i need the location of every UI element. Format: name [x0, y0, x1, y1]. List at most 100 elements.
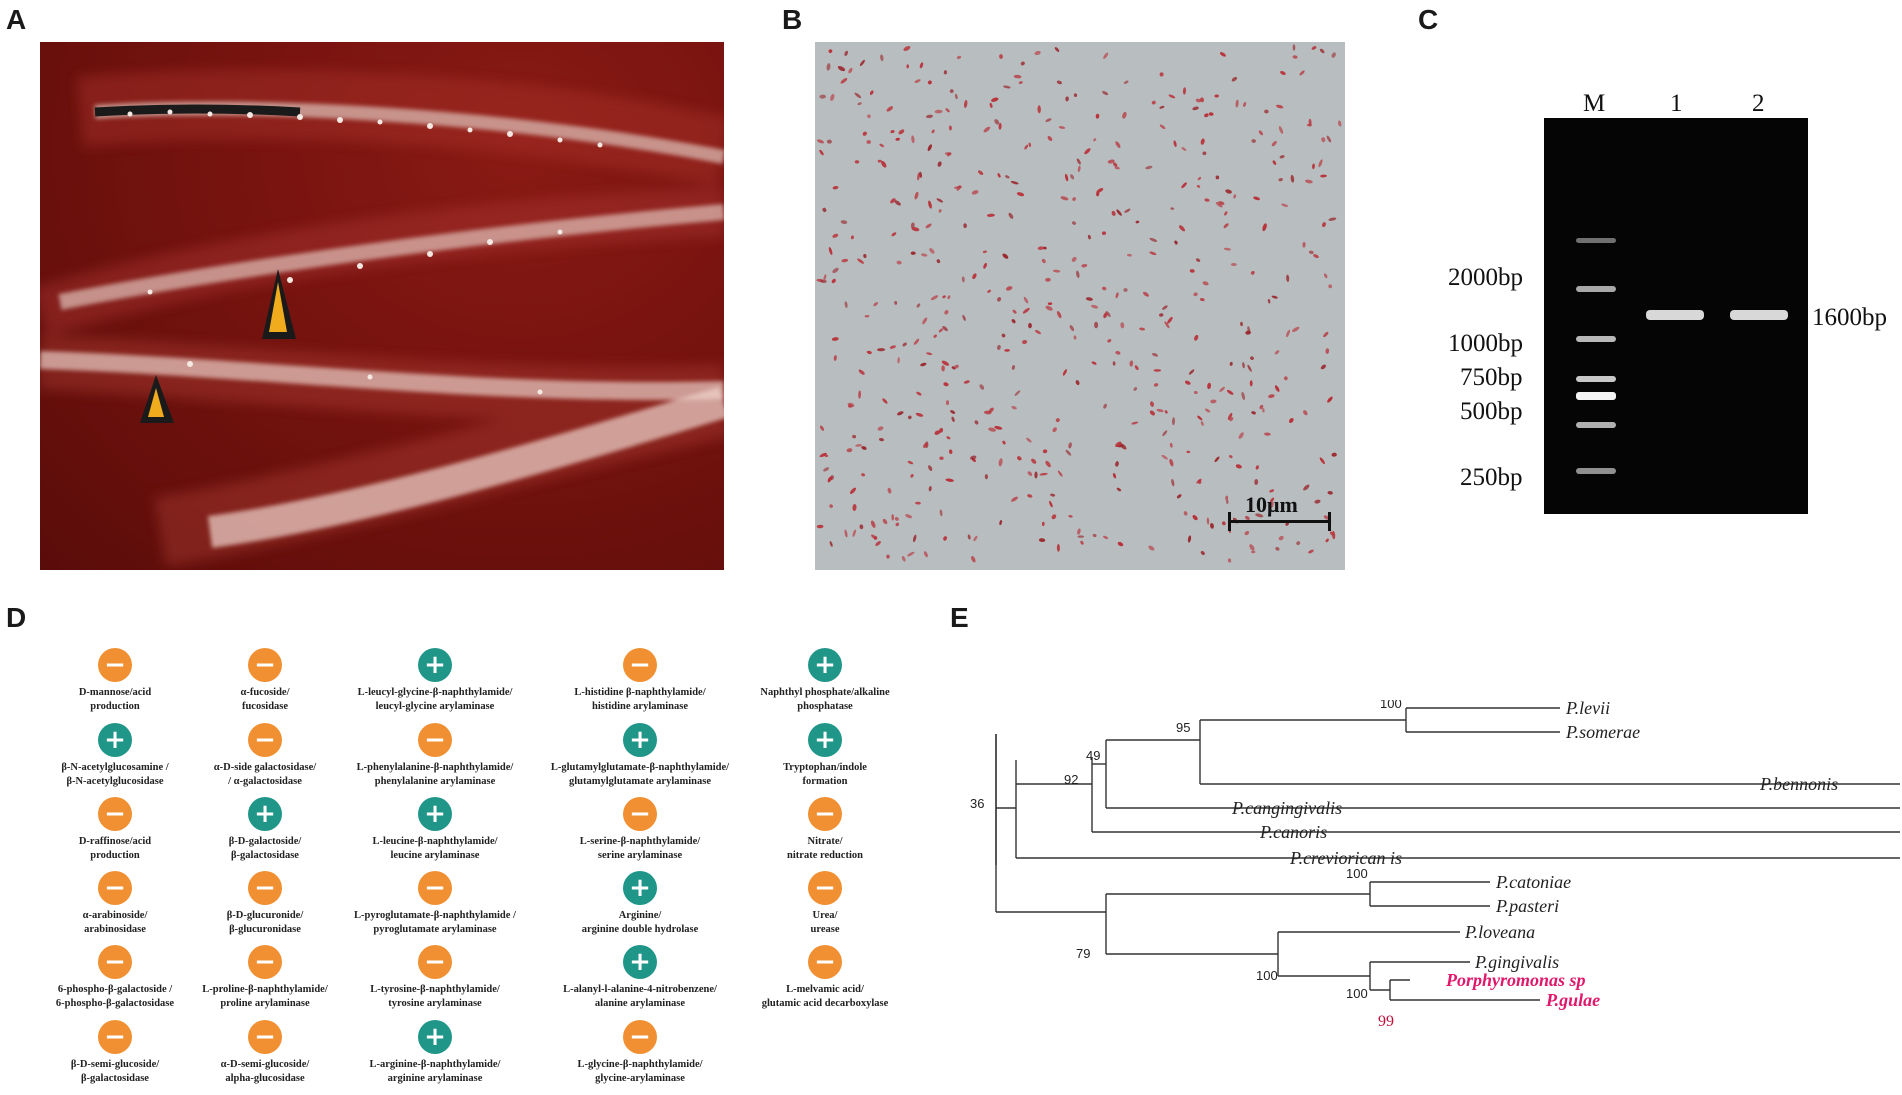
- bacterium-cell: [1164, 321, 1170, 329]
- bacterium-cell: [1054, 47, 1060, 52]
- bacterium-cell: [1112, 361, 1116, 366]
- bacterium-cell: [1094, 321, 1099, 329]
- positive-result-icon: +: [248, 797, 282, 831]
- ladder-band-500: [1576, 422, 1616, 428]
- bacterium-cell: [1240, 321, 1243, 327]
- bacterium-cell: [1002, 253, 1009, 259]
- bacterium-cell: [946, 152, 952, 157]
- bacterium-cell: [1092, 533, 1097, 538]
- taxon-label: P.gingivalis: [1474, 952, 1559, 972]
- bacterium-cell: [931, 129, 935, 134]
- bacterium-cell: [886, 554, 890, 559]
- bacterium-cell: [927, 144, 932, 152]
- bacterium-cell: [1225, 495, 1229, 501]
- bacterium-cell: [902, 342, 907, 347]
- negative-result-icon: −: [98, 797, 132, 831]
- bacterium-cell: [1276, 104, 1284, 109]
- bacterium-cell: [979, 384, 985, 390]
- bacterium-cell: [1080, 540, 1084, 545]
- negative-result-icon: −: [98, 945, 132, 979]
- bacterium-cell: [925, 223, 932, 229]
- bacterium-cell: [1279, 155, 1285, 159]
- bacterium-cell: [911, 227, 920, 232]
- bacterium-cell: [971, 190, 979, 195]
- bacterium-cell: [984, 410, 992, 415]
- bacterium-cell: [895, 522, 900, 527]
- bacterium-cell: [826, 63, 831, 71]
- enzyme-test-item: +L-leucine-β-naphthylamide/ leucine aryl…: [340, 797, 530, 863]
- bacterium-cell: [1115, 441, 1122, 447]
- lane-label-1: 1: [1670, 90, 1683, 117]
- bacterium-cell: [857, 258, 865, 264]
- bacterium-cell: [1095, 113, 1100, 119]
- bacterium-cell: [1037, 246, 1044, 251]
- bacterium-cell: [855, 444, 862, 447]
- bacterium-cell: [1065, 449, 1072, 456]
- ladder-band-750b: [1576, 392, 1616, 400]
- bacterium-cell: [948, 125, 952, 131]
- bacterium-cell: [882, 398, 888, 404]
- bacterium-cell: [1219, 52, 1226, 57]
- enzyme-test-label: L-tyrosine-β-naphthylamide/ tyrosine ary…: [370, 984, 500, 1009]
- bacterium-cell: [819, 94, 826, 99]
- bacterium-cell: [1004, 349, 1010, 352]
- bacterium-cell: [1226, 389, 1234, 395]
- bacterium-cell: [1010, 180, 1019, 185]
- bacterium-cell: [1159, 313, 1164, 317]
- bacterium-cell: [1102, 91, 1109, 96]
- bacterium-cell: [1168, 94, 1176, 99]
- bacterium-cell: [967, 534, 971, 540]
- bacterium-cell: [1069, 325, 1075, 332]
- taxon-label: P.canoris: [1259, 822, 1327, 842]
- bacterium-cell: [852, 434, 857, 439]
- bacterium-cell: [927, 80, 932, 85]
- bacterium-cell: [840, 220, 848, 225]
- band-size-label: 1600bp: [1812, 304, 1887, 331]
- ladder-band-1000: [1576, 336, 1616, 342]
- bacterium-cell: [873, 302, 879, 307]
- tree-branches: [995, 707, 1900, 1001]
- bacterium-cell: [986, 213, 995, 217]
- bacterium-cell: [1226, 499, 1229, 504]
- enzyme-test-item: +L-leucyl-glycine-β-naphthylamide/ leucy…: [340, 648, 530, 714]
- bacterium-cell: [1169, 458, 1174, 467]
- bacterium-cell: [832, 233, 839, 238]
- bacterium-cell: [1042, 449, 1048, 454]
- bacterium-cell: [1055, 418, 1060, 423]
- bootstrap-value: 99: [1378, 1013, 1394, 1030]
- bacterium-cell: [891, 232, 897, 237]
- taxon-label: P.bennonis: [1759, 774, 1838, 794]
- scale-bar-tick-right: [1328, 512, 1331, 531]
- negative-result-icon: −: [248, 945, 282, 979]
- bacterium-cell: [1131, 421, 1139, 425]
- bacterium-cell: [1255, 513, 1264, 518]
- bacterium-cell: [1314, 499, 1321, 504]
- bacterium-cell: [1027, 471, 1033, 476]
- enzyme-test-label: L-histidine β-naphthylamide/ histidine a…: [574, 687, 706, 712]
- bacterium-cell: [1291, 326, 1300, 333]
- bacterium-cell: [1122, 111, 1127, 119]
- bacterium-cell: [1077, 165, 1081, 173]
- scale-bar-label: 10μm: [1245, 492, 1298, 517]
- bacterium-cell: [1278, 535, 1284, 541]
- bacterium-cell: [1034, 50, 1041, 56]
- bacterium-cell: [1070, 174, 1075, 180]
- bacterium-cell: [1159, 124, 1166, 130]
- enzyme-test-label: D-mannose/acid production: [78, 687, 152, 712]
- enzyme-test-label: Arginine/ arginine double hydrolase: [581, 910, 699, 935]
- enzyme-test-label: D-raffinose/acid production: [78, 836, 152, 861]
- bacterium-cell: [1052, 427, 1057, 433]
- bacterium-cell: [833, 355, 837, 361]
- bacterium-cell: [1251, 550, 1256, 554]
- bacterium-cell: [1337, 120, 1342, 127]
- agar-plate-photo: [40, 42, 724, 570]
- enzyme-test-item: +β-D-galactoside/ β-galactosidase: [170, 797, 360, 863]
- bacterium-cell: [870, 520, 876, 528]
- bacterium-cell: [1114, 166, 1120, 170]
- bacterium-cell: [1331, 52, 1336, 58]
- bacterium-cell: [961, 276, 965, 283]
- enzyme-test-label: L-pyroglutamate-β-naphthylamide / pyrogl…: [354, 910, 516, 935]
- enzyme-test-item: −L-melvamic acid/ glutamic acid decarbox…: [730, 945, 920, 1011]
- bacterium-cell: [1011, 365, 1015, 370]
- bacterium-cell: [1170, 207, 1175, 210]
